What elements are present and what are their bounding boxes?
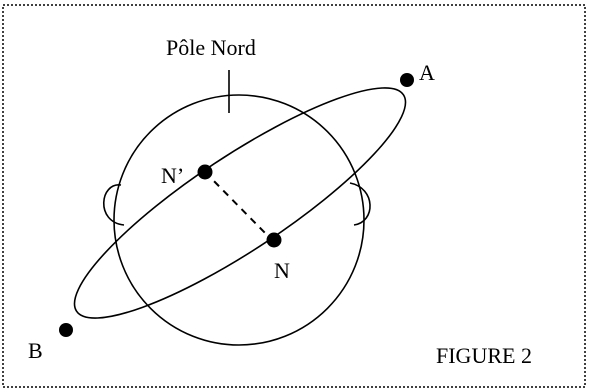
figure-frame — [2, 4, 586, 388]
point-b-dot — [59, 323, 73, 337]
planet-body — [113, 94, 365, 346]
n-prime-to-n-dashed-line — [204, 171, 273, 241]
point-b-label: B — [28, 338, 43, 363]
right-bulge — [349, 182, 371, 226]
point-n-dot — [266, 232, 282, 248]
point-a-label: A — [419, 60, 435, 85]
north-pole-label: Pôle Nord — [166, 35, 256, 60]
left-bulge — [102, 184, 125, 226]
point-n-prime-label: N’ — [161, 163, 184, 188]
orbit-ellipse — [73, 87, 407, 319]
point-n-label: N — [274, 258, 290, 283]
figure-caption: FIGURE 2 — [436, 343, 532, 368]
point-a-dot — [400, 73, 414, 87]
point-n-prime-dot — [197, 164, 213, 180]
